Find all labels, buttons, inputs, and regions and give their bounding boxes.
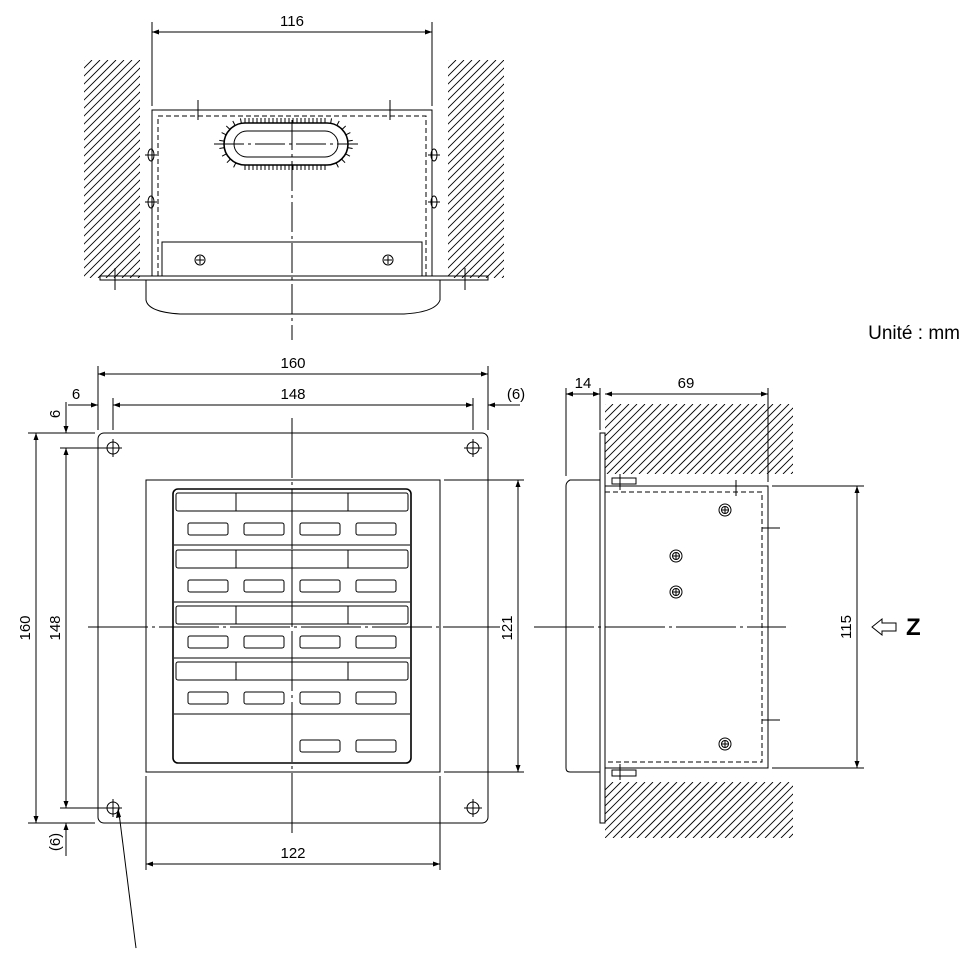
edge-offset-top-dim: 6 — [47, 410, 64, 418]
screw-icon — [382, 254, 394, 266]
hole-pitch-height-dim: 148 — [47, 615, 64, 640]
body-depth-dim: 69 — [678, 375, 695, 392]
clips — [611, 474, 780, 780]
bezel — [145, 479, 441, 773]
edge-offset-left-dim: 6 — [72, 386, 80, 403]
leader-line — [118, 812, 137, 949]
front-view: 160 148 6 (6) 160 148 6 (6) — [17, 355, 525, 949]
overall-height-dim: 160 — [17, 615, 34, 640]
view-arrow-icon — [871, 617, 897, 637]
bezel-height-dim: 121 — [499, 615, 516, 640]
edge-offset-right-dim: (6) — [507, 386, 525, 403]
top-view: 116 — [84, 13, 504, 340]
side-view: 14 69 115 Z — [534, 375, 921, 838]
view-label: Z — [906, 614, 921, 641]
vent-teeth — [219, 118, 353, 170]
mounting-holes — [104, 439, 482, 817]
front-cover — [145, 280, 441, 315]
overall-width-dim: 160 — [280, 355, 305, 372]
flange-plate — [599, 432, 606, 824]
edge-offset-bottom-dim: (6) — [47, 833, 64, 851]
top-width-dim: 116 — [280, 13, 304, 30]
flange-depth-dim: 14 — [575, 375, 592, 392]
screw-icon — [194, 254, 206, 266]
screws — [669, 503, 732, 751]
wall-hatching-bottom — [605, 782, 793, 838]
unit-label: Unité : mm — [868, 323, 960, 344]
hole-pitch-width-dim: 148 — [280, 386, 305, 403]
wall-hatching-top — [605, 404, 793, 474]
flange — [99, 275, 489, 281]
outer-plate — [97, 432, 489, 824]
wall-hatching-right — [448, 60, 504, 278]
front-cover — [565, 479, 600, 773]
bezel-width-dim: 122 — [280, 845, 305, 862]
body-height-dim: 115 — [838, 615, 855, 639]
mounting-tabs — [114, 100, 466, 290]
wall-hatching-left — [84, 60, 140, 278]
